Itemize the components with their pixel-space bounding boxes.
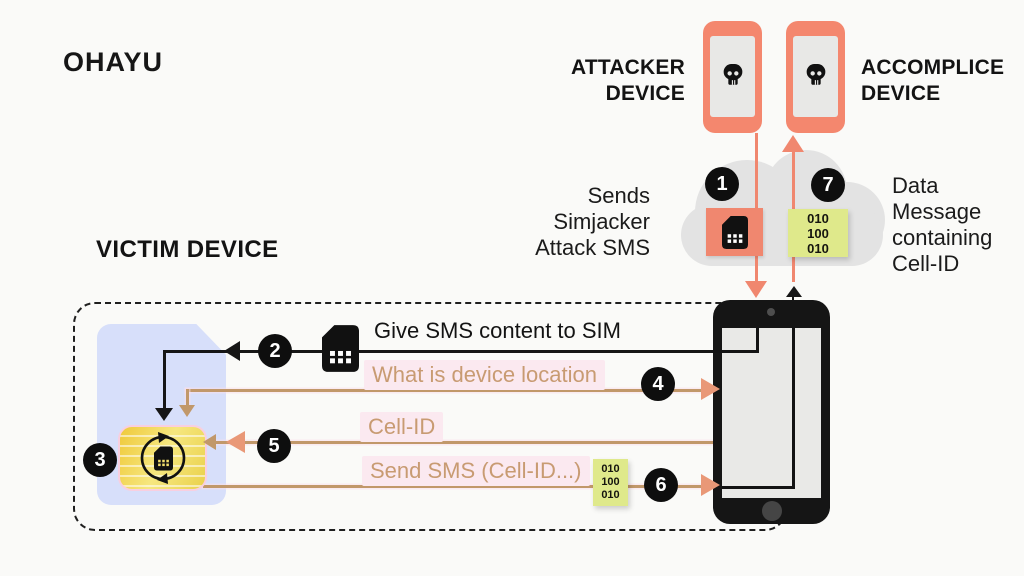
step-4-badge: 4 bbox=[641, 367, 675, 401]
attacker-device-label: ATTACKER DEVICE bbox=[571, 56, 685, 105]
device-location-line bbox=[186, 389, 706, 392]
give-sms-label: Give SMS content to SIM bbox=[374, 318, 621, 343]
step-1-badge: 1 bbox=[705, 167, 739, 201]
victim-phone-screen bbox=[722, 328, 821, 498]
device-location-arrow-icon bbox=[701, 378, 720, 400]
step-2-badge: 2 bbox=[258, 334, 292, 368]
victim-device-label: VICTIM DEVICE bbox=[96, 236, 279, 263]
step-5-badge: 5 bbox=[257, 429, 291, 463]
attacker-phone-screen bbox=[710, 36, 755, 117]
victim-phone bbox=[713, 300, 830, 524]
phone-out-line bbox=[792, 295, 794, 302]
inner-route-line bbox=[792, 328, 795, 489]
cell-id-line bbox=[204, 441, 713, 444]
give-sms-drop-line bbox=[163, 350, 166, 410]
sends-simjacker-caption: Sends Simjacker Attack SMS bbox=[535, 183, 650, 260]
cell-id-arrow-icon bbox=[226, 431, 245, 453]
attack-sms-down-arrow-icon bbox=[745, 281, 767, 298]
phone-out-arrow-icon bbox=[786, 286, 802, 297]
skull-icon bbox=[723, 64, 742, 85]
give-sms-arrow-icon bbox=[224, 341, 240, 361]
send-sms-label: Send SMS (Cell-ID...) bbox=[362, 456, 590, 486]
logo: OHAYU bbox=[63, 47, 164, 77]
send-sms-line bbox=[203, 485, 703, 488]
accomplice-device-label: ACCOMPLICE DEVICE bbox=[861, 56, 1005, 105]
step-3-badge: 3 bbox=[83, 443, 117, 477]
give-sms-down-arrow-icon bbox=[155, 408, 173, 421]
attack-sms-note bbox=[706, 208, 763, 256]
cell-id-small-arrow-icon bbox=[203, 434, 216, 450]
camera-icon bbox=[767, 308, 775, 316]
sim-card-icon bbox=[721, 215, 748, 249]
sim-card-icon bbox=[153, 446, 173, 471]
device-location-label: What is device location bbox=[364, 360, 605, 390]
sat-browser-icon bbox=[136, 431, 190, 485]
sim-chip bbox=[118, 425, 207, 491]
skull-icon bbox=[806, 64, 825, 85]
home-button-icon bbox=[762, 501, 782, 521]
sms-sim-icon bbox=[322, 325, 359, 372]
accomplice-phone-screen bbox=[793, 36, 838, 117]
data-message-up-arrow-icon bbox=[782, 135, 804, 152]
data-message-note: 010 100 010 bbox=[788, 209, 848, 257]
refresh-circle-icon bbox=[140, 432, 185, 484]
cell-id-label: Cell-ID bbox=[360, 412, 444, 442]
send-sms-arrow-icon bbox=[701, 474, 720, 496]
accomplice-phone bbox=[786, 21, 845, 133]
attacker-phone bbox=[703, 21, 762, 133]
inner-route-line bbox=[713, 350, 759, 353]
device-location-drop-line bbox=[186, 389, 189, 406]
sms-payload-note: 010 100 010 bbox=[593, 459, 628, 506]
data-message-caption: Data Message containing Cell-ID bbox=[892, 173, 993, 276]
step-6-badge: 6 bbox=[644, 468, 678, 502]
give-sms-line bbox=[163, 350, 713, 353]
inner-route-line bbox=[756, 328, 759, 353]
step-7-badge: 7 bbox=[811, 168, 845, 202]
inner-route-line bbox=[722, 486, 795, 489]
device-location-down-arrow-icon bbox=[179, 405, 195, 417]
